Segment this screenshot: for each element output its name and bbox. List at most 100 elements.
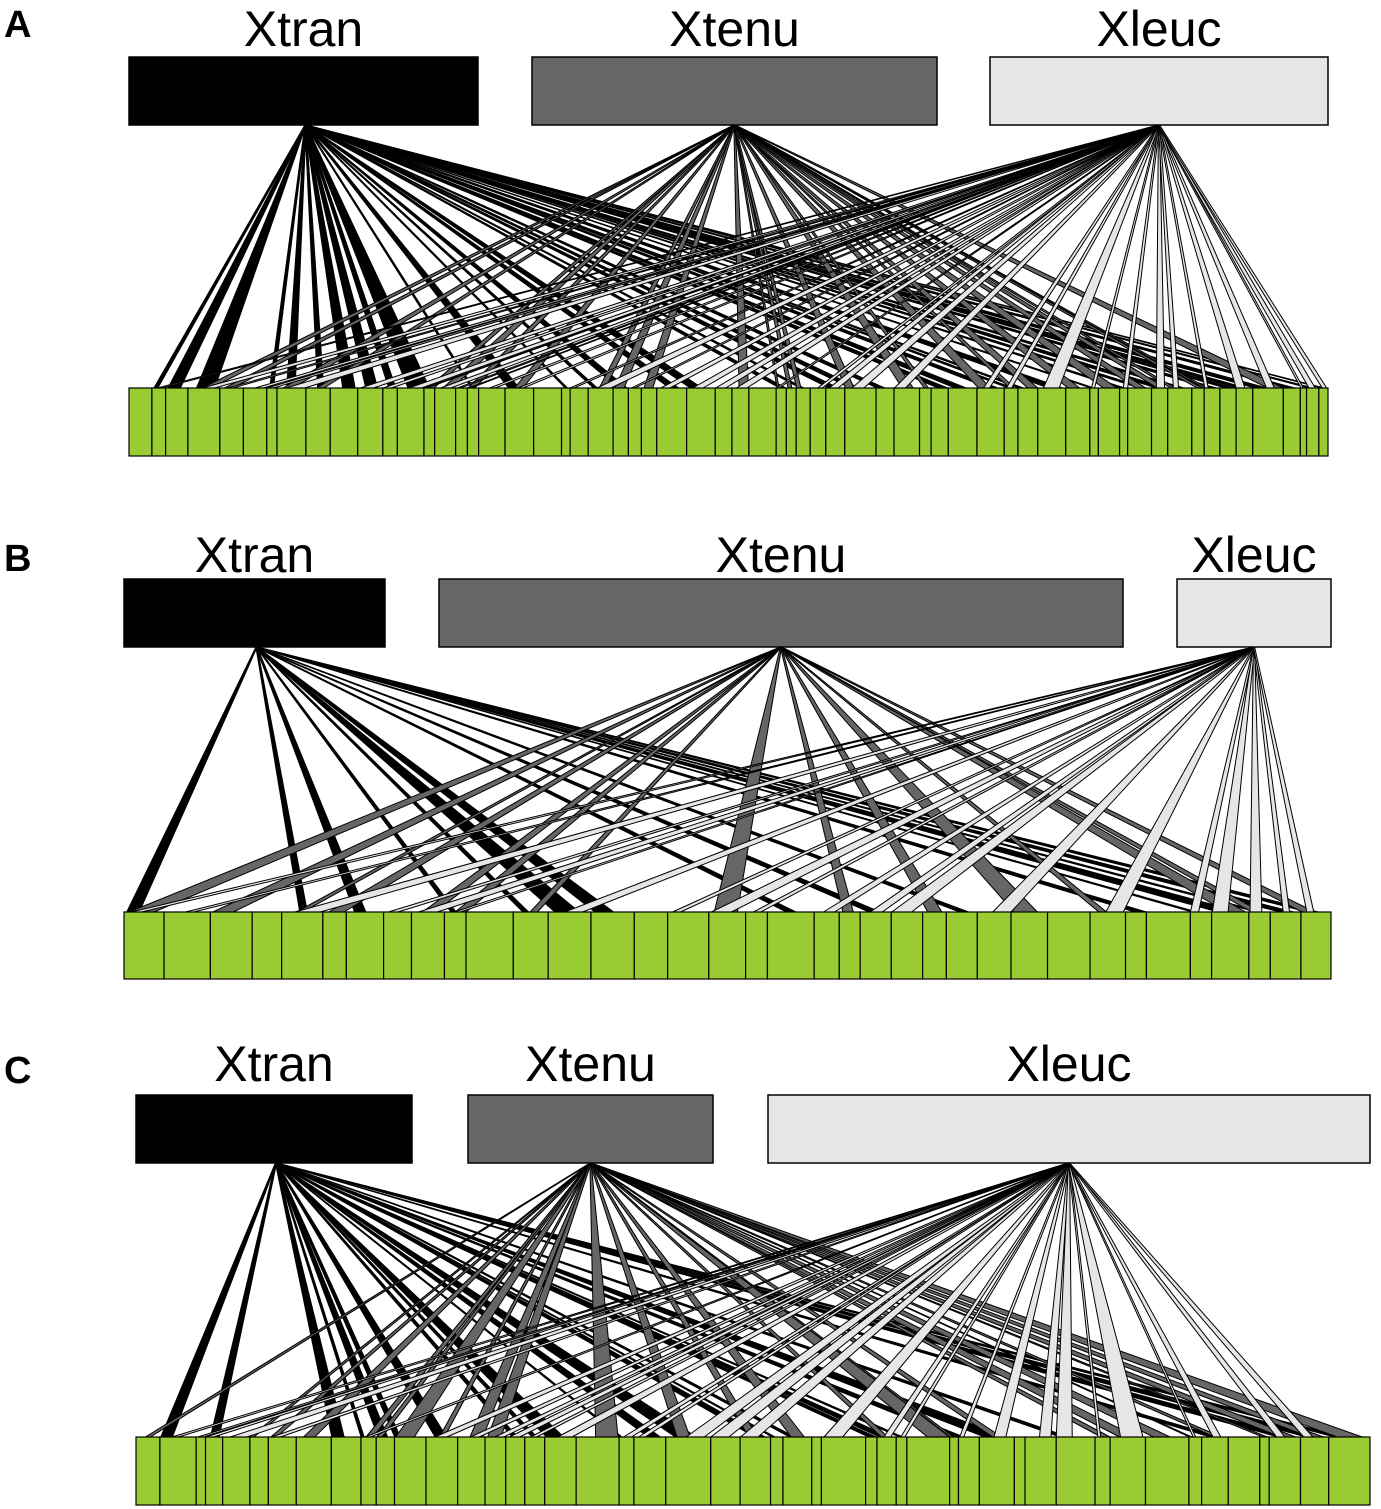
- group-bar: [906, 1436, 951, 1506]
- group-bar: [383, 911, 413, 980]
- panel-c-species-bars: [135, 1094, 1371, 1164]
- group-bar: [838, 911, 861, 980]
- panel-b-species-labels: Xtran Xtenu Xleuc: [195, 527, 1317, 583]
- group-bar: [165, 387, 189, 457]
- group-bar: [1328, 1436, 1371, 1506]
- group-bar: [957, 1436, 980, 1506]
- group-bar: [345, 911, 385, 980]
- group-bar: [423, 387, 436, 457]
- group-bar: [128, 387, 153, 457]
- group-bar: [618, 1436, 635, 1506]
- panel-b-label-xtenu: Xtenu: [716, 527, 847, 583]
- group-bar: [478, 387, 506, 457]
- group-bar: [1127, 387, 1153, 457]
- group-bar: [575, 1436, 620, 1506]
- group-bar: [360, 1436, 377, 1506]
- group-bar: [251, 911, 283, 980]
- group-bar: [1024, 1436, 1057, 1506]
- group-bar: [1189, 911, 1213, 980]
- species-bar-xleuc: [1176, 578, 1332, 648]
- group-bar: [266, 387, 278, 457]
- group-bar: [465, 911, 514, 980]
- group-bar: [744, 911, 769, 980]
- group-bar: [512, 911, 549, 980]
- panel-a-label-xtran: Xtran: [244, 1, 364, 57]
- group-bar: [393, 1436, 427, 1506]
- group-bar: [396, 387, 425, 457]
- group-bar: [865, 1436, 878, 1506]
- group-bar: [978, 1436, 1015, 1506]
- group-bar: [769, 1436, 784, 1506]
- group-bar: [739, 1436, 772, 1506]
- group-bar: [505, 1436, 526, 1506]
- group-bar: [281, 911, 324, 980]
- group-bar: [825, 387, 846, 457]
- panel-a-group-bars: [128, 387, 1329, 457]
- group-bar: [159, 1436, 197, 1506]
- group-bar: [410, 911, 446, 980]
- group-bar: [1300, 911, 1332, 980]
- group-bar: [1299, 387, 1308, 457]
- panel-b: B Xtran Xtenu Xleuc: [4, 527, 1332, 980]
- group-bar: [1109, 1436, 1147, 1506]
- group-bar: [1046, 911, 1091, 980]
- group-bar: [1269, 911, 1302, 980]
- group-bar: [590, 911, 635, 980]
- group-bar: [1065, 387, 1091, 457]
- group-bar: [795, 387, 811, 457]
- group-bar: [587, 387, 614, 457]
- panel-c-label-xtran: Xtran: [214, 1036, 334, 1092]
- panel-c: C Xtran Xtenu Xleuc: [4, 1036, 1371, 1506]
- group-bar: [187, 387, 221, 457]
- panel-b-label-xleuc: Xleuc: [1191, 527, 1316, 583]
- panel-c-label-xleuc: Xleuc: [1006, 1036, 1131, 1092]
- link-xtran: [160, 1162, 278, 1438]
- group-bar: [859, 911, 892, 980]
- group-bar: [560, 387, 571, 457]
- group-bar: [947, 387, 978, 457]
- group-bar: [195, 1436, 207, 1506]
- panel-c-links: [144, 1162, 1363, 1438]
- panel-a-species-labels: Xtran Xtenu Xleuc: [244, 1, 1222, 57]
- group-bar: [1282, 387, 1301, 457]
- group-bar: [222, 1436, 251, 1506]
- group-bar: [1089, 911, 1127, 980]
- group-bar: [785, 387, 797, 457]
- group-bar: [640, 387, 658, 457]
- group-bar: [1094, 1436, 1111, 1506]
- group-bar: [1097, 387, 1121, 457]
- group-bar: [242, 387, 268, 457]
- group-bar: [434, 387, 457, 457]
- group-bar: [890, 911, 924, 980]
- group-bar: [1219, 387, 1237, 457]
- panel-a-species-bars: [128, 56, 1329, 126]
- panel-a-label-xtenu: Xtenu: [669, 1, 800, 57]
- panel-b-species-bars: [123, 578, 1332, 648]
- group-bar: [219, 387, 244, 457]
- group-bar: [1227, 1436, 1261, 1506]
- group-bar: [1144, 1436, 1190, 1506]
- group-bar: [276, 387, 307, 457]
- species-bar-xleuc: [767, 1094, 1371, 1164]
- group-bar: [1201, 1436, 1229, 1506]
- group-bar: [267, 1436, 297, 1506]
- group-bar: [484, 1436, 507, 1506]
- group-bar: [1124, 911, 1148, 980]
- group-bar: [893, 387, 921, 457]
- group-bar: [547, 911, 592, 980]
- group-bar: [1017, 387, 1039, 457]
- group-bar: [612, 387, 629, 457]
- group-bar: [533, 387, 563, 457]
- group-bar: [633, 911, 669, 980]
- group-bar: [204, 1436, 224, 1506]
- group-bar: [295, 1436, 332, 1506]
- group-bar: [305, 387, 331, 457]
- link-xleuc: [869, 646, 1256, 913]
- group-bar: [569, 387, 589, 457]
- group-bar: [731, 387, 750, 457]
- group-bar: [633, 1436, 667, 1506]
- group-bar: [876, 1436, 897, 1506]
- group-bar: [1118, 387, 1129, 457]
- group-bar: [656, 387, 688, 457]
